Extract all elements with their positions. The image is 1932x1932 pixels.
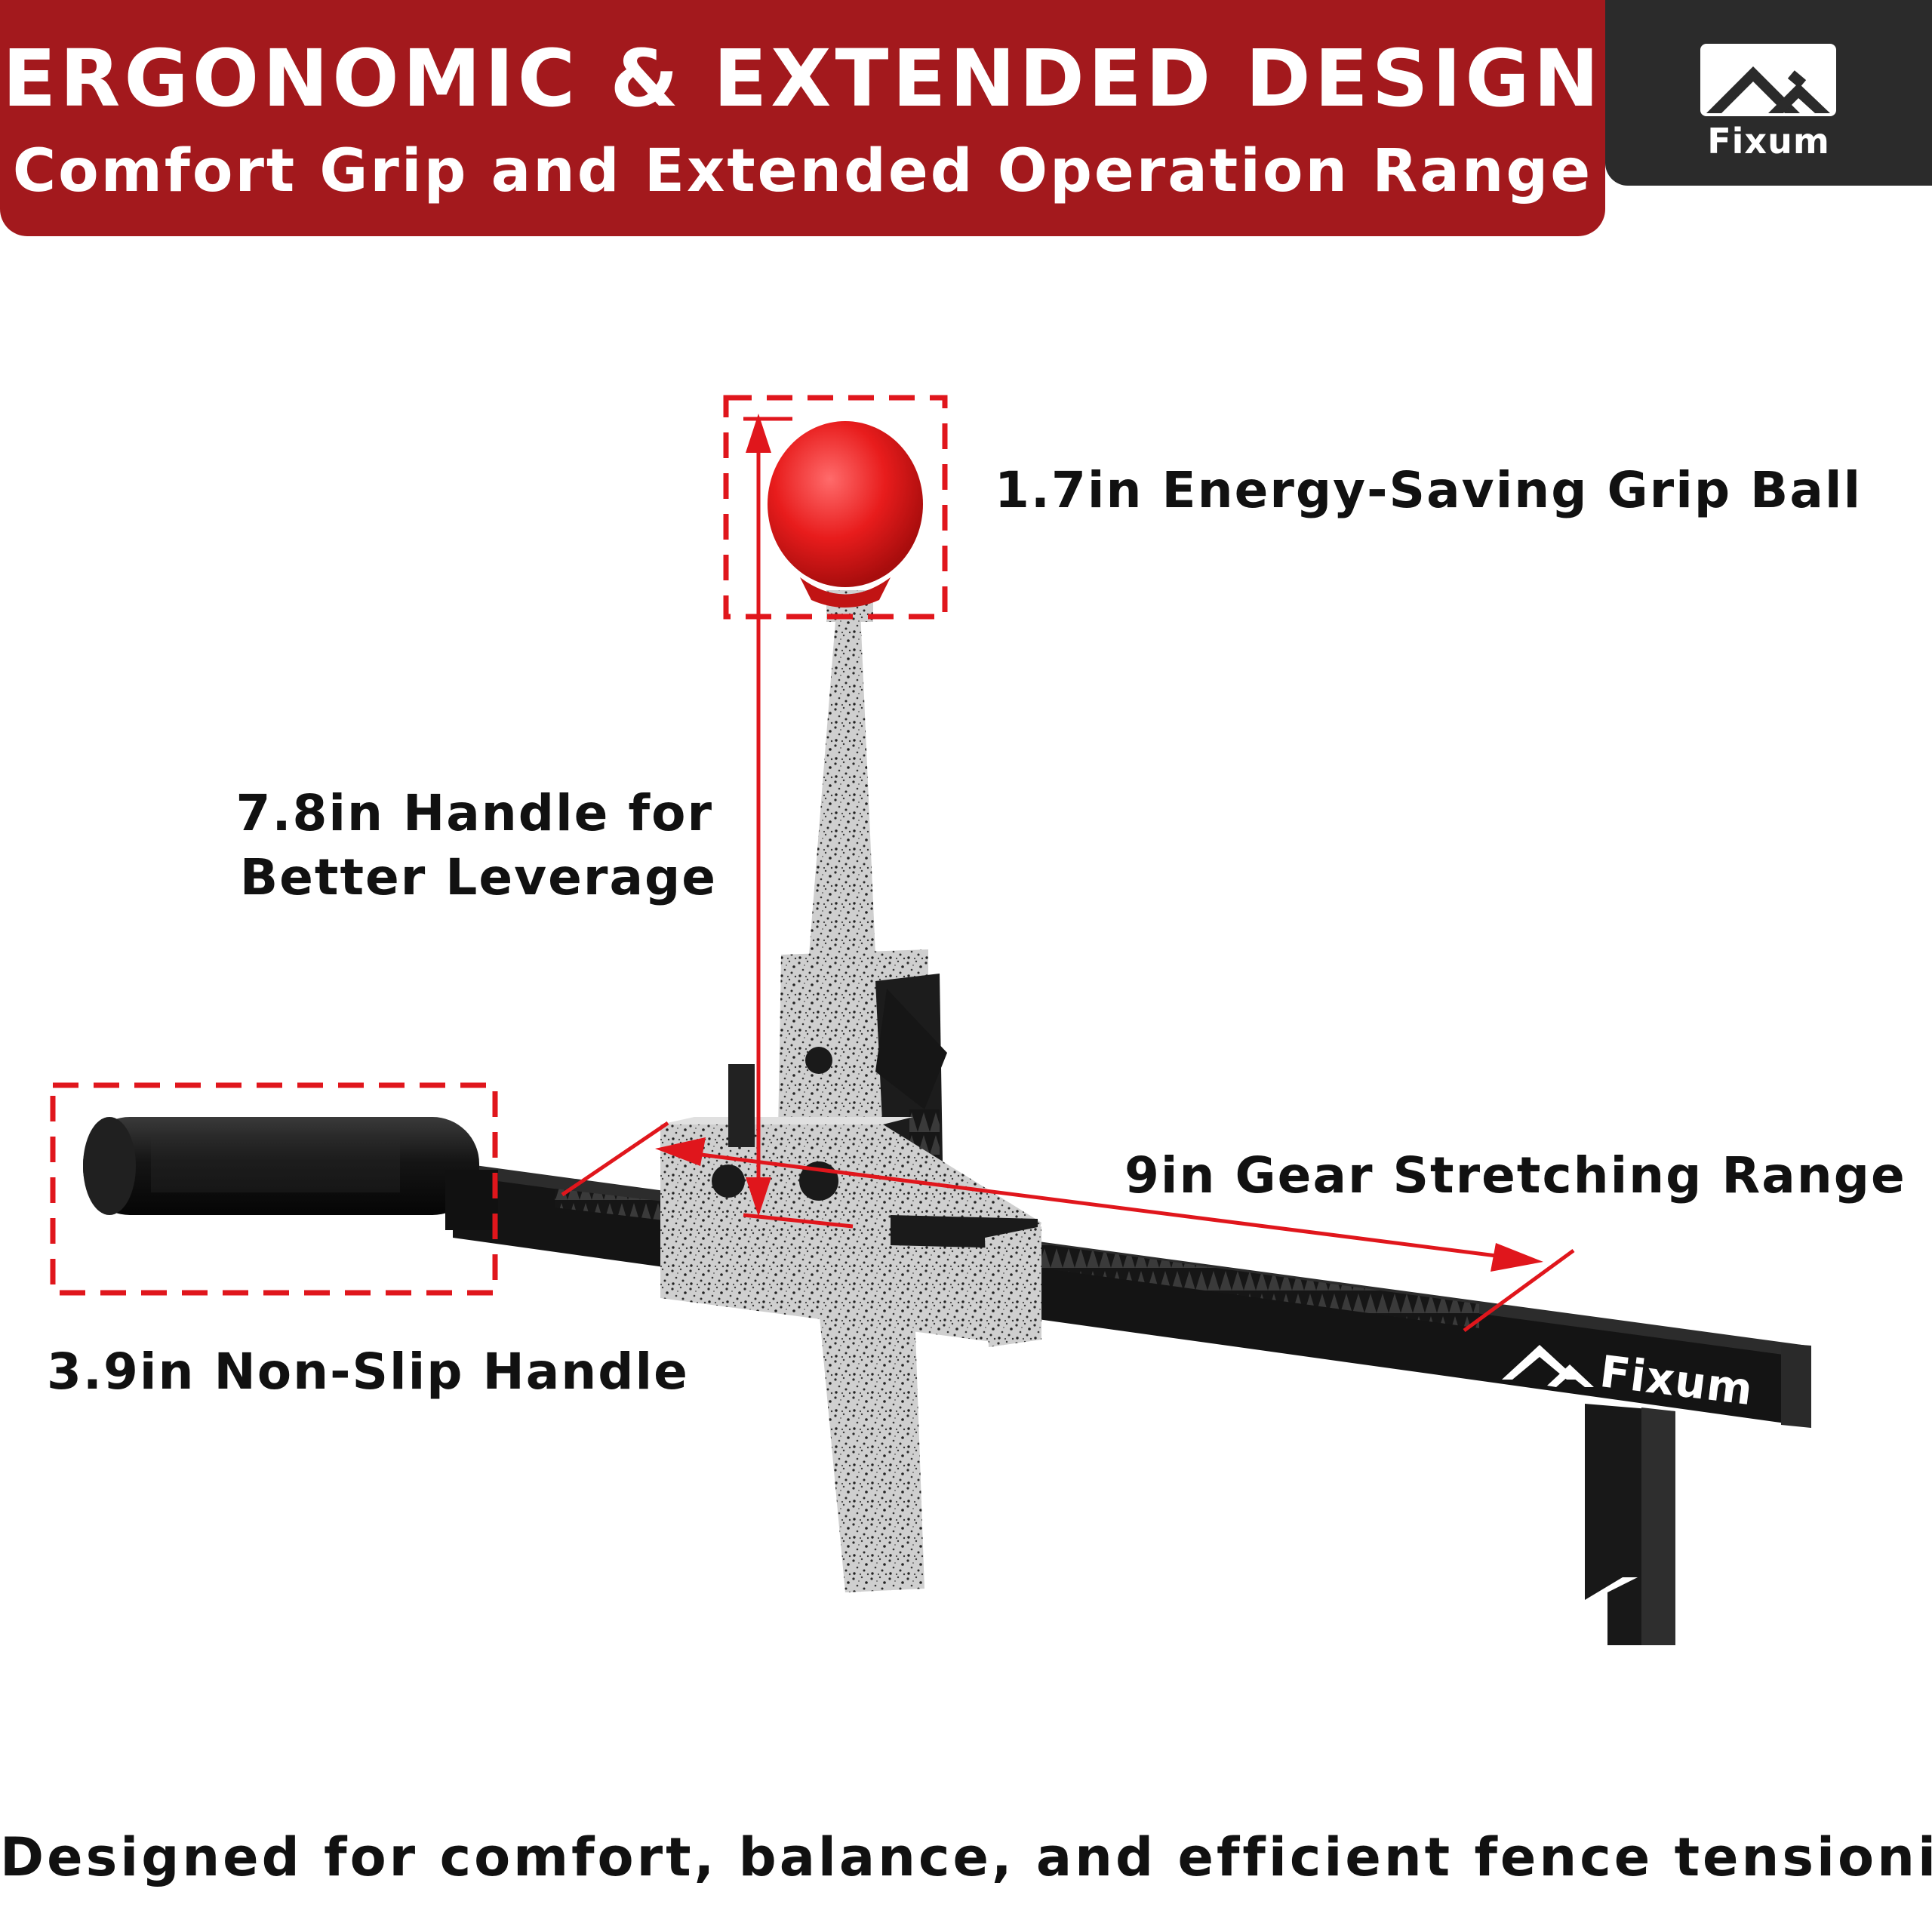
lever-handle <box>809 611 875 955</box>
bar-brand-logo-icon <box>1502 1345 1594 1387</box>
handle-length-arrow <box>743 414 854 1229</box>
brand-logo-box: Fixum <box>1605 0 1932 186</box>
footer-tagline: Designed for comfort, balance, and effic… <box>0 1826 1932 1888</box>
page-title: ERGONOMIC & EXTENDED DESIGN <box>2 32 1603 125</box>
non-slip-grip <box>83 1117 479 1215</box>
house-roof-logo-icon <box>1700 44 1836 116</box>
grip-ball-callout: 1.7in Energy-Saving Grip Ball <box>995 461 1863 519</box>
handle-callout-line1: 7.8in Handle for <box>235 784 713 842</box>
lower-leg <box>815 1268 924 1592</box>
grip-ball-callout-box <box>723 395 948 620</box>
rack-teeth-left <box>555 1189 664 1220</box>
gear-range-arrow <box>561 1121 1575 1333</box>
header-banner: ERGONOMIC & EXTENDED DESIGN Comfort Grip… <box>0 0 1605 236</box>
rack-teeth-right <box>996 1238 1479 1328</box>
non-slip-handle-callout-box <box>50 1082 498 1296</box>
grip-ball <box>768 421 923 587</box>
page-subtitle: Comfort Grip and Extended Operation Rang… <box>12 137 1593 205</box>
non-slip-handle-callout: 3.9in Non-Slip Handle <box>47 1343 689 1401</box>
brand-name: Fixum <box>1707 121 1830 162</box>
handle-callout-line2: Better Leverage <box>239 848 717 906</box>
gear-range-callout: 9in Gear Stretching Range <box>1124 1146 1906 1204</box>
